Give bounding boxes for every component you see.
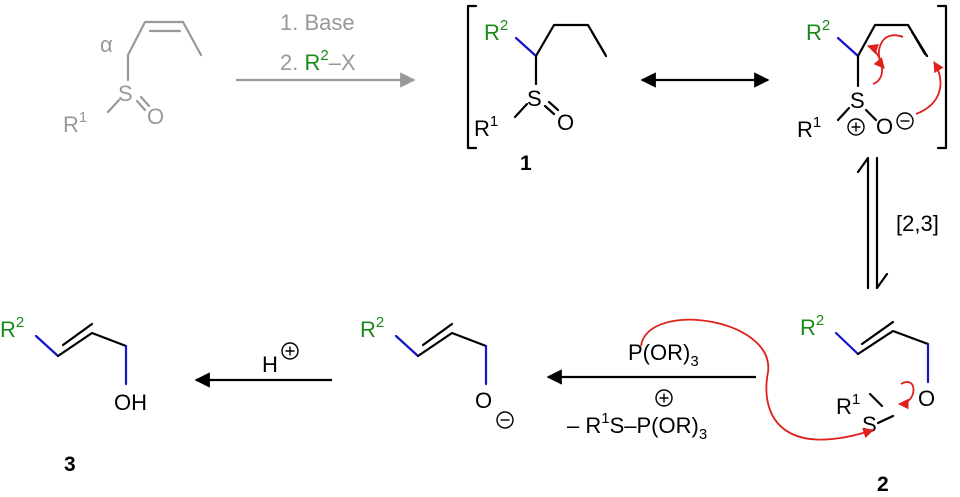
positive-charge (281, 342, 299, 360)
oxygen-atom: O (918, 386, 935, 411)
positive-charge (655, 389, 673, 407)
electron-push-arrow (915, 61, 944, 115)
thiophile-step: P(OR)3 – R1S–P(OR)3 (546, 318, 875, 443)
oxygen-atom: O (147, 104, 164, 129)
positive-charge (847, 118, 865, 136)
r-letter: R (63, 112, 79, 137)
r1-group: R1 (63, 109, 87, 137)
step-base-label: 1. Base (280, 10, 355, 35)
allylic-alcohol-3: R2 OH (0, 314, 147, 415)
r-superscript: 1 (79, 109, 87, 126)
protonation-step: H (194, 342, 332, 388)
r2-group: R2 (0, 314, 24, 342)
resonance-bracket (466, 4, 948, 150)
electron-push-arrow (897, 381, 915, 410)
oxygen-atom: O (876, 114, 893, 139)
compound-1-label: 1 (520, 152, 532, 175)
phosphite-reagent: P(OR)3 (628, 340, 699, 370)
oxygen-atom: O (557, 110, 574, 135)
proton-reagent: H (262, 352, 278, 377)
hydroxyl-group: OH (114, 390, 147, 415)
sulfur-atom: S (118, 81, 133, 106)
electron-push-arrow (640, 318, 875, 441)
compound-3-label: 3 (64, 453, 76, 476)
step-alkylation-label: 2. R2–X (280, 47, 356, 75)
negative-charge (496, 411, 514, 429)
sigmatropic-label: [2,3] (896, 211, 939, 236)
r1-group: R1 (836, 391, 860, 419)
electron-push-arrow (866, 43, 883, 85)
sulfur-atom: S (527, 86, 542, 111)
r2-group: R2 (360, 314, 384, 342)
compound-2-label: 2 (877, 473, 889, 496)
r2-group: R2 (806, 17, 830, 45)
equilibrium-arrows: [2,3] (856, 156, 939, 290)
intermediate-1-right: R2 S O R1 (797, 17, 944, 142)
oxygen-atom: O (475, 388, 492, 413)
r1-group: R1 (474, 113, 498, 141)
sulfenate-ester-2: R2 O S R1 (800, 312, 935, 437)
intermediate-1-left: R2 S O R1 (474, 17, 608, 141)
negative-charge (896, 112, 914, 130)
alkylation-step: 1. Base 2. R2–X (236, 10, 416, 88)
allylic-alkoxide: R2 O (360, 314, 514, 429)
r2-group: R2 (800, 312, 824, 340)
starting-sulfoxide: α S O R1 (63, 20, 203, 137)
r2-group: R2 (484, 17, 508, 45)
sulfur-atom: S (850, 88, 865, 113)
phosphorus-byproduct: – R1S–P(OR)3 (567, 410, 707, 443)
alpha-label: α (100, 32, 113, 57)
r1-group: R1 (797, 114, 821, 142)
electron-push-arrow (873, 34, 904, 69)
